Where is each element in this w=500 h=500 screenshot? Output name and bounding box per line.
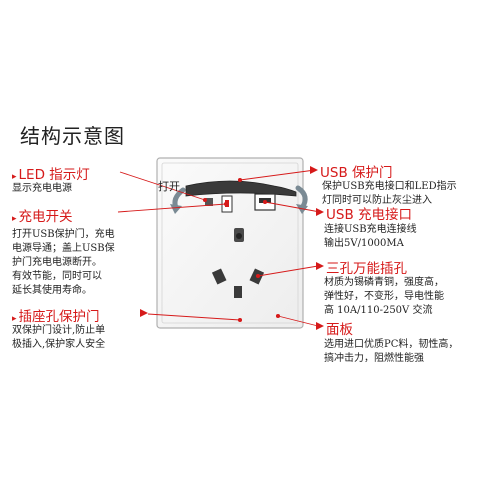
led-heading: ▸LED 指示灯 bbox=[12, 163, 90, 183]
panel-line: 选用进口优质PC料，韧性高， bbox=[324, 339, 459, 350]
open-label: 打开 bbox=[158, 180, 180, 193]
usb-port-description: 连接USB充电连接线 输出5V/1000MA bbox=[324, 223, 417, 251]
usb-port-line: 输出5V/1000MA bbox=[324, 238, 404, 249]
switch-line: 有效节能，同时可以 bbox=[12, 271, 102, 282]
three-hole-line: 弹性好，不变形，导电性能 bbox=[324, 291, 444, 302]
three-hole-line: 高 10A/110-250V 交流 bbox=[324, 305, 433, 316]
socket-door-heading-text: 插座孔保护门 bbox=[18, 309, 100, 325]
panel-heading: 面板 bbox=[326, 322, 353, 338]
usb-door-line: 灯同时可以防止灰尘进入 bbox=[322, 195, 432, 206]
panel-inner-edge bbox=[161, 162, 299, 324]
three-hole-heading: 三孔万能插孔 bbox=[326, 261, 407, 277]
switch-heading: ▸充电开关 bbox=[12, 205, 73, 225]
led-line: 显示充电电源 bbox=[12, 183, 72, 194]
three-hole-line: 材质为锡磷青铜，强度高， bbox=[324, 277, 444, 288]
switch-description: 打开USB保护门，充电 电源导通；盖上USB保 护门充电电源断开。 有效节能，同… bbox=[12, 228, 115, 298]
led-description: 显示充电电源 bbox=[12, 182, 72, 196]
usb-door-heading: USB 保护门 bbox=[320, 165, 393, 181]
switch-heading-text: 充电开关 bbox=[18, 209, 73, 225]
socket-door-heading: ▸插座孔保护门 bbox=[12, 305, 100, 325]
panel-line: 搞冲击力，阻燃性能强 bbox=[324, 353, 424, 364]
switch-line: 电源导通；盖上USB保 bbox=[12, 243, 115, 254]
triangle-icon: ▸ bbox=[12, 172, 17, 182]
socket-door-line: 极插入,保护家人安全 bbox=[12, 339, 106, 350]
socket-hole-left bbox=[211, 268, 227, 285]
socket-door-line: 双保护门设计,防止单 bbox=[12, 325, 106, 336]
three-hole-description: 材质为锡磷青铜，强度高， 弹性好，不变形，导电性能 高 10A/110-250V… bbox=[324, 276, 444, 318]
page-title: 结构示意图 bbox=[20, 124, 125, 148]
panel-description: 选用进口优质PC料，韧性高， 搞冲击力，阻燃性能强 bbox=[324, 338, 458, 366]
usb-door-shape bbox=[185, 180, 297, 197]
usb-door-line: 保护USB充电接口和LED指示 bbox=[322, 181, 457, 192]
triangle-icon: ▸ bbox=[12, 214, 17, 224]
switch-line: 护门充电电源断开。 bbox=[12, 257, 102, 268]
usb-door-description: 保护USB充电接口和LED指示 灯同时可以防止灰尘进入 bbox=[322, 180, 457, 208]
usb-port-line: 连接USB充电连接线 bbox=[324, 224, 417, 235]
switch-line: 打开USB保护门，充电 bbox=[12, 229, 115, 240]
socket-door-description: 双保护门设计,防止单 极插入,保护家人安全 bbox=[12, 324, 105, 352]
triangle-icon: ▸ bbox=[12, 314, 17, 324]
led-heading-text: LED 指示灯 bbox=[18, 167, 90, 183]
usb-port-heading: USB 充电接口 bbox=[326, 207, 413, 223]
switch-line: 延长其使用寿命。 bbox=[12, 285, 92, 296]
socket-hole-center bbox=[234, 286, 242, 298]
led-indicator bbox=[205, 198, 213, 206]
